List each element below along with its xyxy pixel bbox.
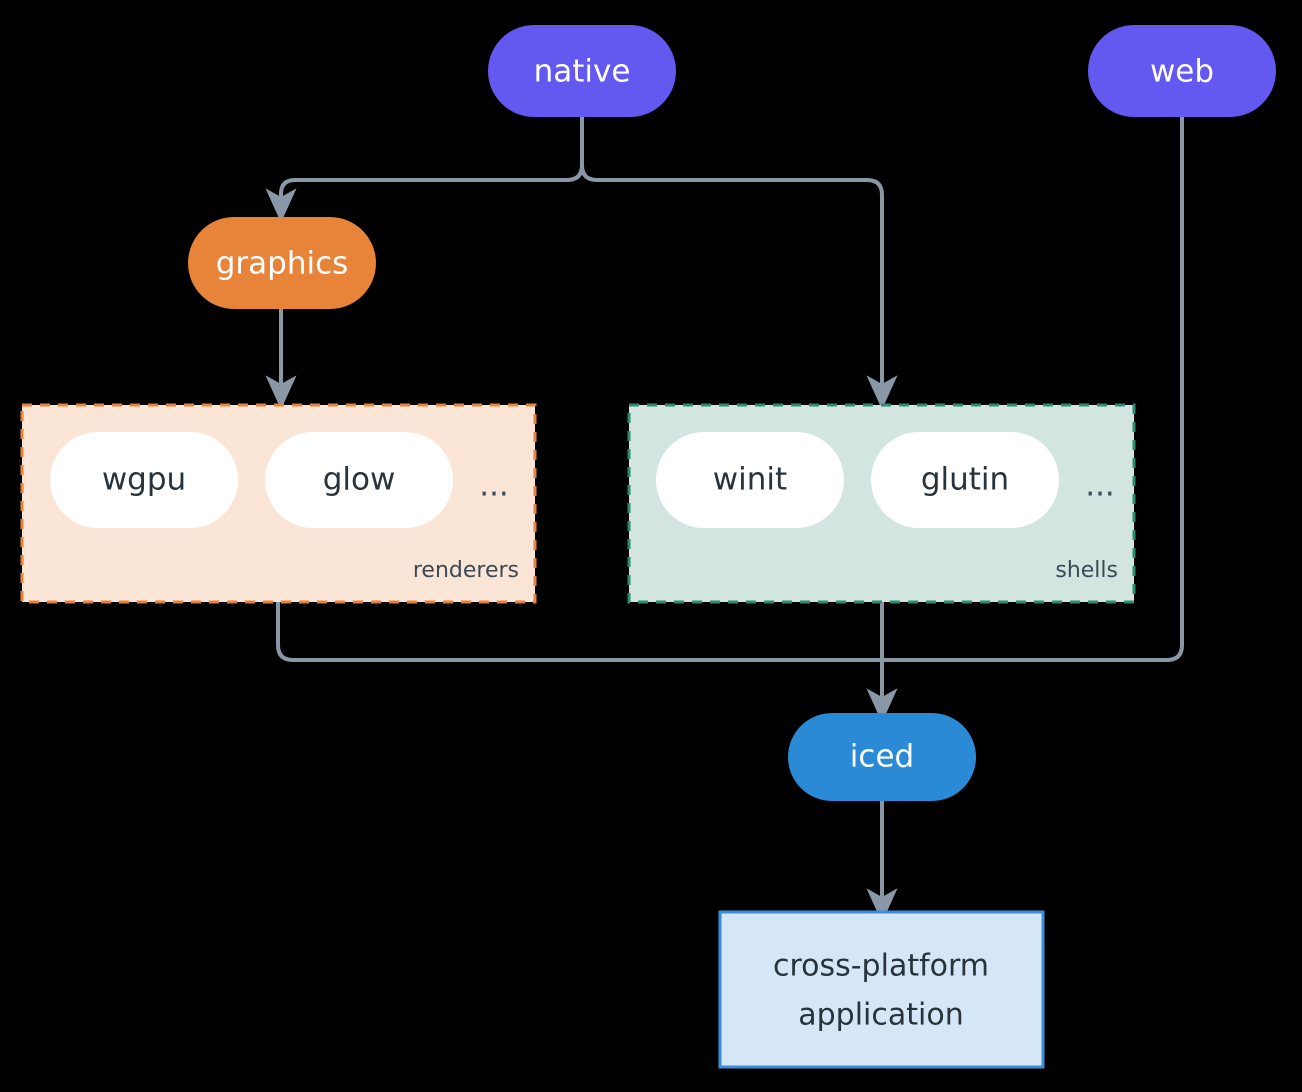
group-renderers: wgpu glow ... renderers (20, 403, 537, 604)
node-application[interactable]: cross-platform application (718, 910, 1045, 1069)
node-application-label-line2: application (798, 998, 963, 1033)
group-shells: winit glutin ... shells (627, 403, 1136, 604)
node-web-shape (1088, 25, 1276, 117)
edge-layer (265, 116, 1184, 923)
group-renderers-item-glow[interactable]: glow (265, 432, 453, 528)
edge-renderers-to-iced (276, 602, 882, 662)
group-shells-overflow-ellipsis: ... (1085, 468, 1115, 504)
group-shells-caption: shells (1055, 558, 1118, 583)
node-graphics-shape (188, 217, 376, 309)
edge-web-to-iced (882, 116, 1184, 662)
node-iced-shape (788, 713, 976, 801)
group-renderers-caption: renderers (413, 558, 519, 583)
node-web[interactable]: web (1088, 25, 1276, 117)
node-glutin-shape (871, 432, 1059, 528)
node-glow-shape (265, 432, 453, 528)
edge-native-to-shells (580, 116, 898, 410)
group-shells-item-glutin[interactable]: glutin (871, 432, 1059, 528)
node-iced[interactable]: iced (788, 713, 976, 801)
group-renderers-overflow-ellipsis: ... (479, 468, 509, 504)
node-wgpu-shape (50, 432, 238, 528)
node-winit-shape (656, 432, 844, 528)
group-renderers-item-wgpu[interactable]: wgpu (50, 432, 238, 528)
node-native[interactable]: native (488, 25, 676, 117)
node-native-shape (488, 25, 676, 117)
edge-native-to-graphics (265, 116, 584, 223)
node-application-label-line1: cross-platform (773, 949, 989, 984)
group-shells-item-winit[interactable]: winit (656, 432, 844, 528)
node-graphics[interactable]: graphics (188, 217, 376, 309)
node-application-shape (718, 910, 1045, 1069)
